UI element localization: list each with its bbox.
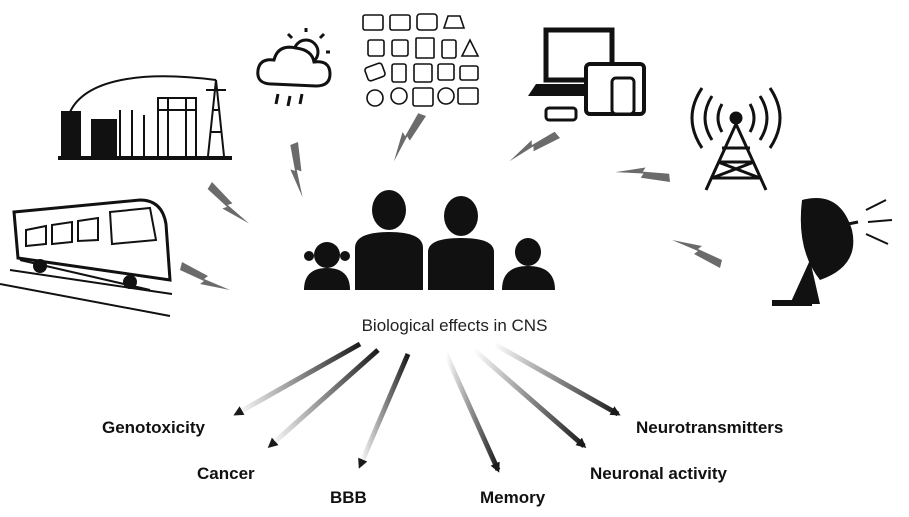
weather-icon [256, 28, 332, 107]
effect-memory: Memory [480, 488, 546, 507]
bolt-icon [273, 140, 326, 198]
train-icon [0, 198, 173, 317]
arrow-neurotransmitters [492, 341, 621, 417]
power-substation-icon [58, 75, 232, 160]
effect-arrows [233, 341, 621, 473]
bolt-icon [615, 155, 672, 199]
bolt-icon [393, 111, 427, 164]
center-label: Biological effects in CNS [361, 316, 548, 335]
bolt-icon [672, 240, 722, 268]
radio-tower-icon [690, 87, 782, 191]
household-appliances-icon [362, 13, 480, 107]
effect-bbb: BBB [330, 488, 367, 507]
effect-neurotransmitters: Neurotransmitters [636, 418, 784, 437]
arrow-bbb [357, 353, 411, 469]
effect-cancer: Cancer [197, 464, 255, 483]
arrow-neuronal-activity [472, 348, 587, 448]
bolt-icon [201, 181, 258, 224]
laptop-tablet-phone-icon [528, 27, 646, 122]
arrow-memory [443, 352, 501, 473]
bolt-icon [180, 262, 230, 290]
effect-genotoxicity: Genotoxicity [102, 418, 205, 437]
bolt-icon [509, 120, 562, 178]
effect-neuronal-activity: Neuronal activity [590, 464, 727, 483]
arrow-cancer [267, 348, 380, 448]
arrow-genotoxicity [233, 341, 362, 417]
people-group-icon [304, 190, 555, 290]
satellite-dish-icon [772, 198, 893, 306]
